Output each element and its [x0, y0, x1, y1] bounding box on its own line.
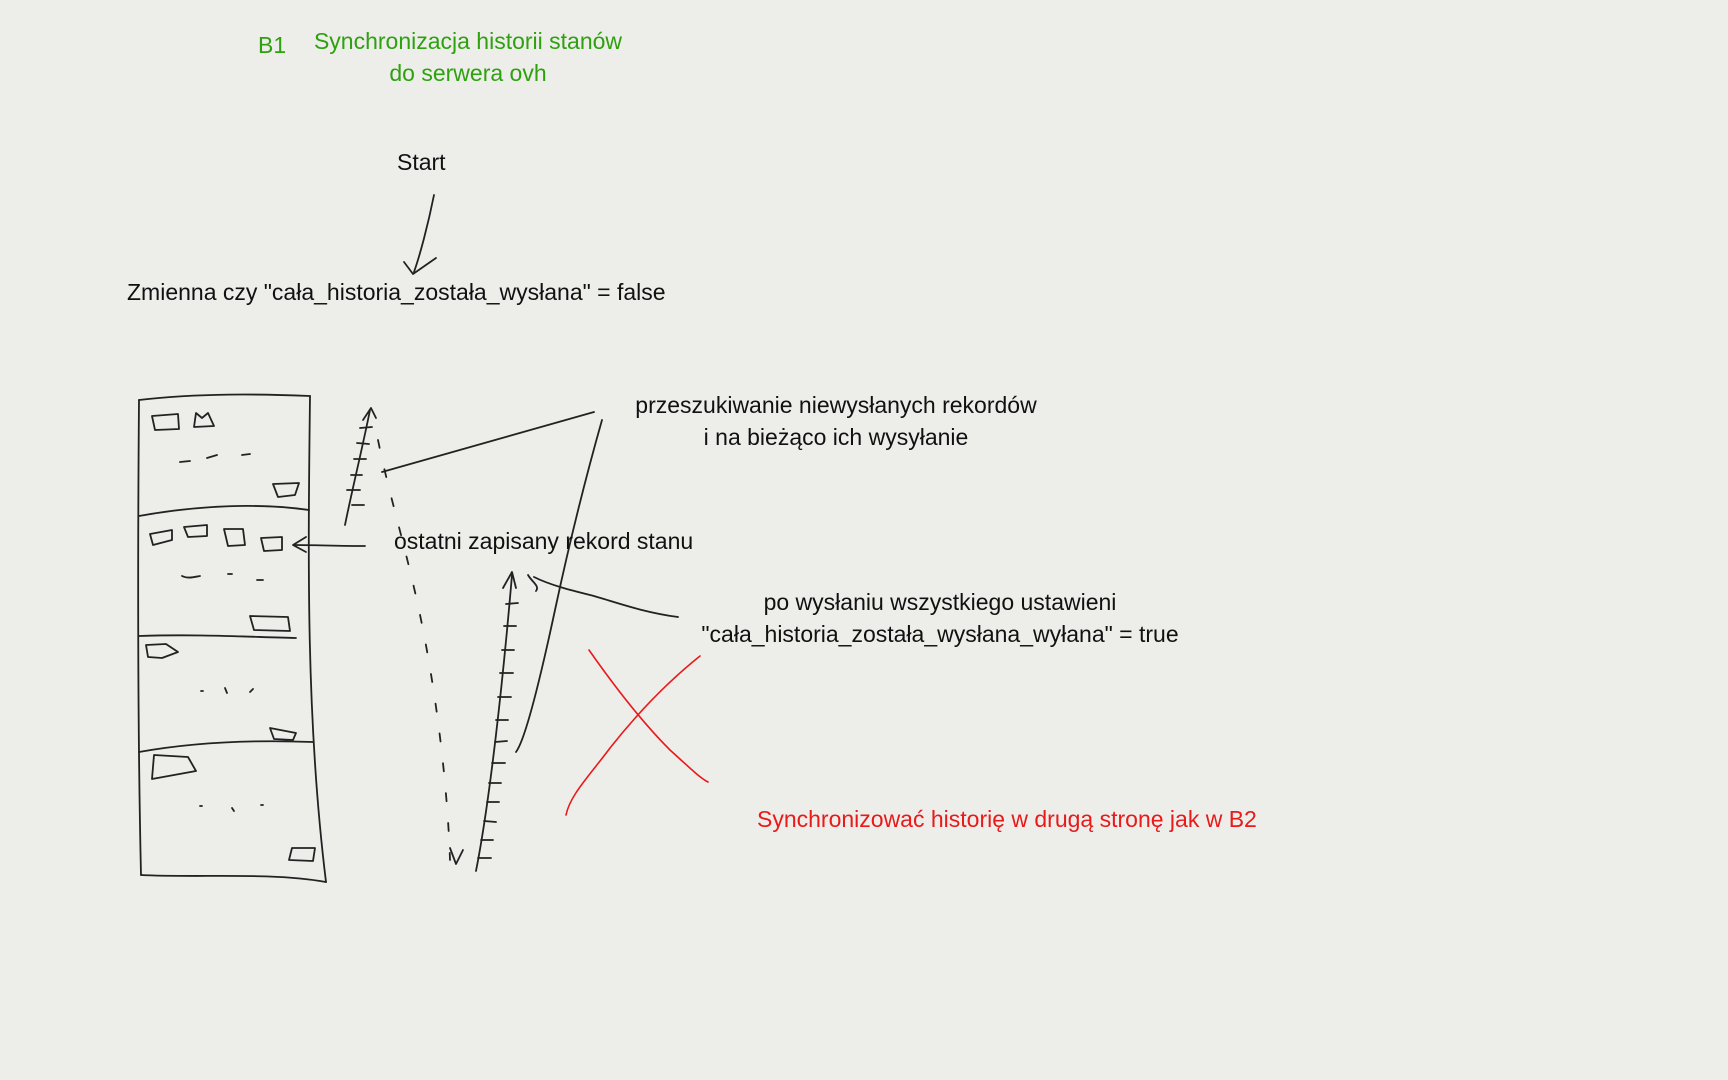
todo-note: Synchronizować historię w drugą stronę j…: [757, 806, 1257, 832]
page-title-line1: Synchronizacja historii stanów: [313, 28, 623, 54]
red-cross-mark: [565, 649, 709, 816]
after-send-pointer: [527, 574, 679, 618]
last-record-pointer: [292, 536, 366, 553]
page-title: Synchronizacja historii stanów do serwer…: [314, 25, 622, 89]
records-column-sketch: [137, 393, 327, 883]
search-note: przeszukiwanie niewysłanych rekordów i n…: [635, 389, 1036, 453]
last-record-note: ostatni zapisany rekord stanu: [394, 528, 694, 554]
search-note-line1: przeszukiwanie niewysłanych rekordów: [635, 392, 1037, 418]
start-arrow: [403, 194, 437, 275]
after-send-note-line2: "cała_historia_została_wysłana_wyłana" =…: [701, 621, 1179, 647]
after-send-note-line1: po wysłaniu wszystkiego ustawieni: [763, 589, 1117, 615]
dashed-descent-arrowhead: [449, 847, 464, 865]
start-label: Start: [397, 149, 446, 175]
after-send-note: po wysłaniu wszystkiego ustawieni "cała_…: [701, 586, 1178, 650]
page-title-line2: do serwera ovh: [389, 60, 547, 86]
section-tag: B1: [258, 32, 287, 58]
upward-scan-arrow: [344, 407, 377, 526]
dashed-descent: [377, 439, 451, 861]
upward-send-arrow: [475, 571, 519, 872]
search-note-callout: [381, 411, 603, 753]
variable-init-label: Zmienna czy "cała_historia_została_wysła…: [127, 279, 666, 305]
search-note-line2: i na bieżąco ich wysyłanie: [703, 424, 969, 450]
